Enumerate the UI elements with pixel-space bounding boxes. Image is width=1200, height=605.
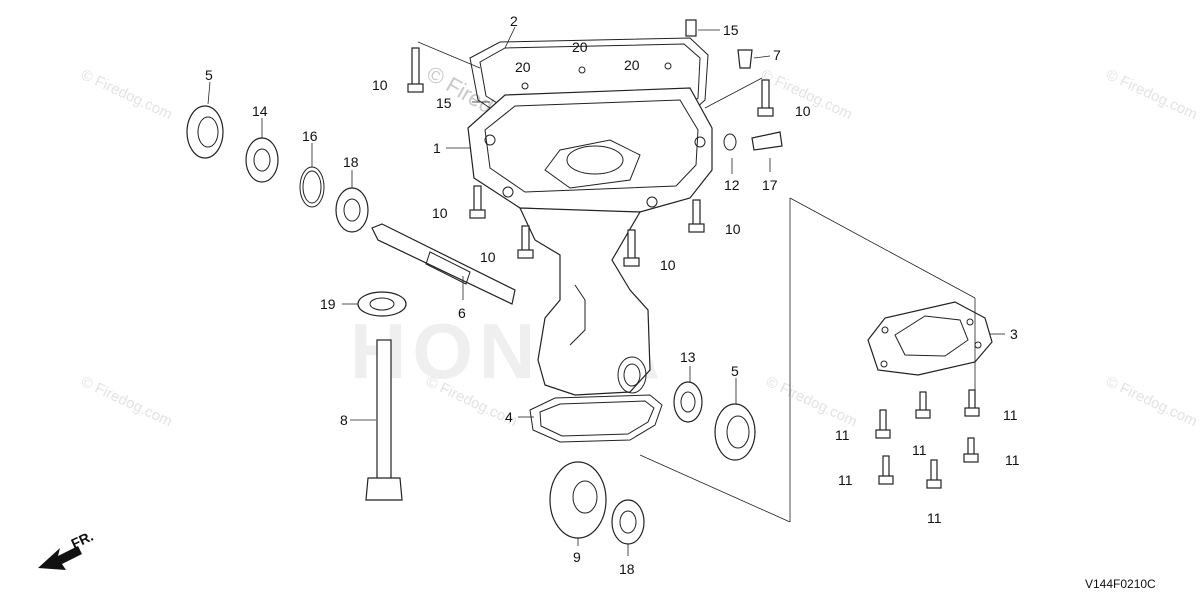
shaft-8 [365, 339, 403, 501]
callout-11: 11 [912, 442, 927, 458]
callout-9: 9 [573, 549, 581, 565]
bearing-18-upper [335, 187, 369, 233]
watermark-text: © Firedog.com [78, 66, 175, 123]
callout-11: 11 [838, 472, 853, 488]
reference-lines [417, 41, 976, 523]
callout-16: 16 [302, 128, 318, 144]
callout-8: 8 [340, 412, 348, 428]
bearing-14 [245, 137, 279, 183]
cover-3 [867, 301, 993, 376]
diagram-code: V144F0210C [1085, 577, 1156, 591]
callout-3: 3 [1010, 326, 1018, 342]
circlip-16 [299, 166, 325, 208]
gear-9 [549, 461, 607, 539]
bearing-18-lower [611, 499, 645, 545]
callout-18: 18 [343, 154, 359, 170]
callout-5-left: 5 [205, 67, 213, 83]
callout-11: 11 [927, 510, 942, 526]
callout-17: 17 [762, 177, 778, 193]
callout-11: 11 [1005, 452, 1020, 468]
seal-5-left [186, 105, 224, 159]
watermark-text: © Firedog.com [1103, 373, 1200, 430]
watermark-text: © Firedog.com [763, 373, 860, 430]
callout-1: 1 [433, 140, 441, 156]
callout-11: 11 [835, 427, 850, 443]
callout-15: 15 [723, 22, 739, 38]
leader-lines [207, 26, 1005, 556]
callout-18: 18 [619, 561, 635, 577]
callout-20: 20 [572, 39, 588, 55]
callout-10: 10 [660, 257, 676, 273]
bearing-19 [357, 291, 407, 317]
callout-10: 10 [372, 77, 388, 93]
callout-4: 4 [505, 409, 513, 425]
watermark-text: © Firedog.com [1103, 66, 1200, 123]
callout-10: 10 [795, 103, 811, 119]
front-direction-indicator: FR. [38, 528, 96, 570]
seal-5-right [714, 403, 756, 461]
shaft-6 [371, 223, 516, 305]
callouts: 2 1 3 4 5 5 6 7 8 9 10 10 10 10 10 10 11… [205, 13, 1020, 577]
callout-11: 11 [1003, 407, 1018, 423]
callout-12: 12 [724, 177, 740, 193]
callout-14: 14 [252, 103, 268, 119]
callout-2: 2 [510, 13, 518, 29]
callout-5-right: 5 [731, 363, 739, 379]
callout-19: 19 [320, 296, 336, 312]
callout-10: 10 [432, 205, 448, 221]
callout-6: 6 [458, 305, 466, 321]
watermark-text: © Firedog.com [78, 373, 175, 430]
case-1 [467, 87, 713, 396]
callout-10: 10 [725, 221, 741, 237]
callout-7: 7 [773, 47, 781, 63]
gasket-4 [529, 394, 663, 443]
callout-10: 10 [480, 249, 496, 265]
callout-20: 20 [515, 59, 531, 75]
bearing-13 [673, 381, 703, 423]
hardware [407, 19, 980, 489]
callout-13: 13 [680, 349, 696, 365]
front-arrow-icon [38, 546, 82, 570]
callout-15: 15 [436, 95, 452, 111]
callout-20: 20 [624, 57, 640, 73]
front-label: FR. [69, 528, 96, 552]
